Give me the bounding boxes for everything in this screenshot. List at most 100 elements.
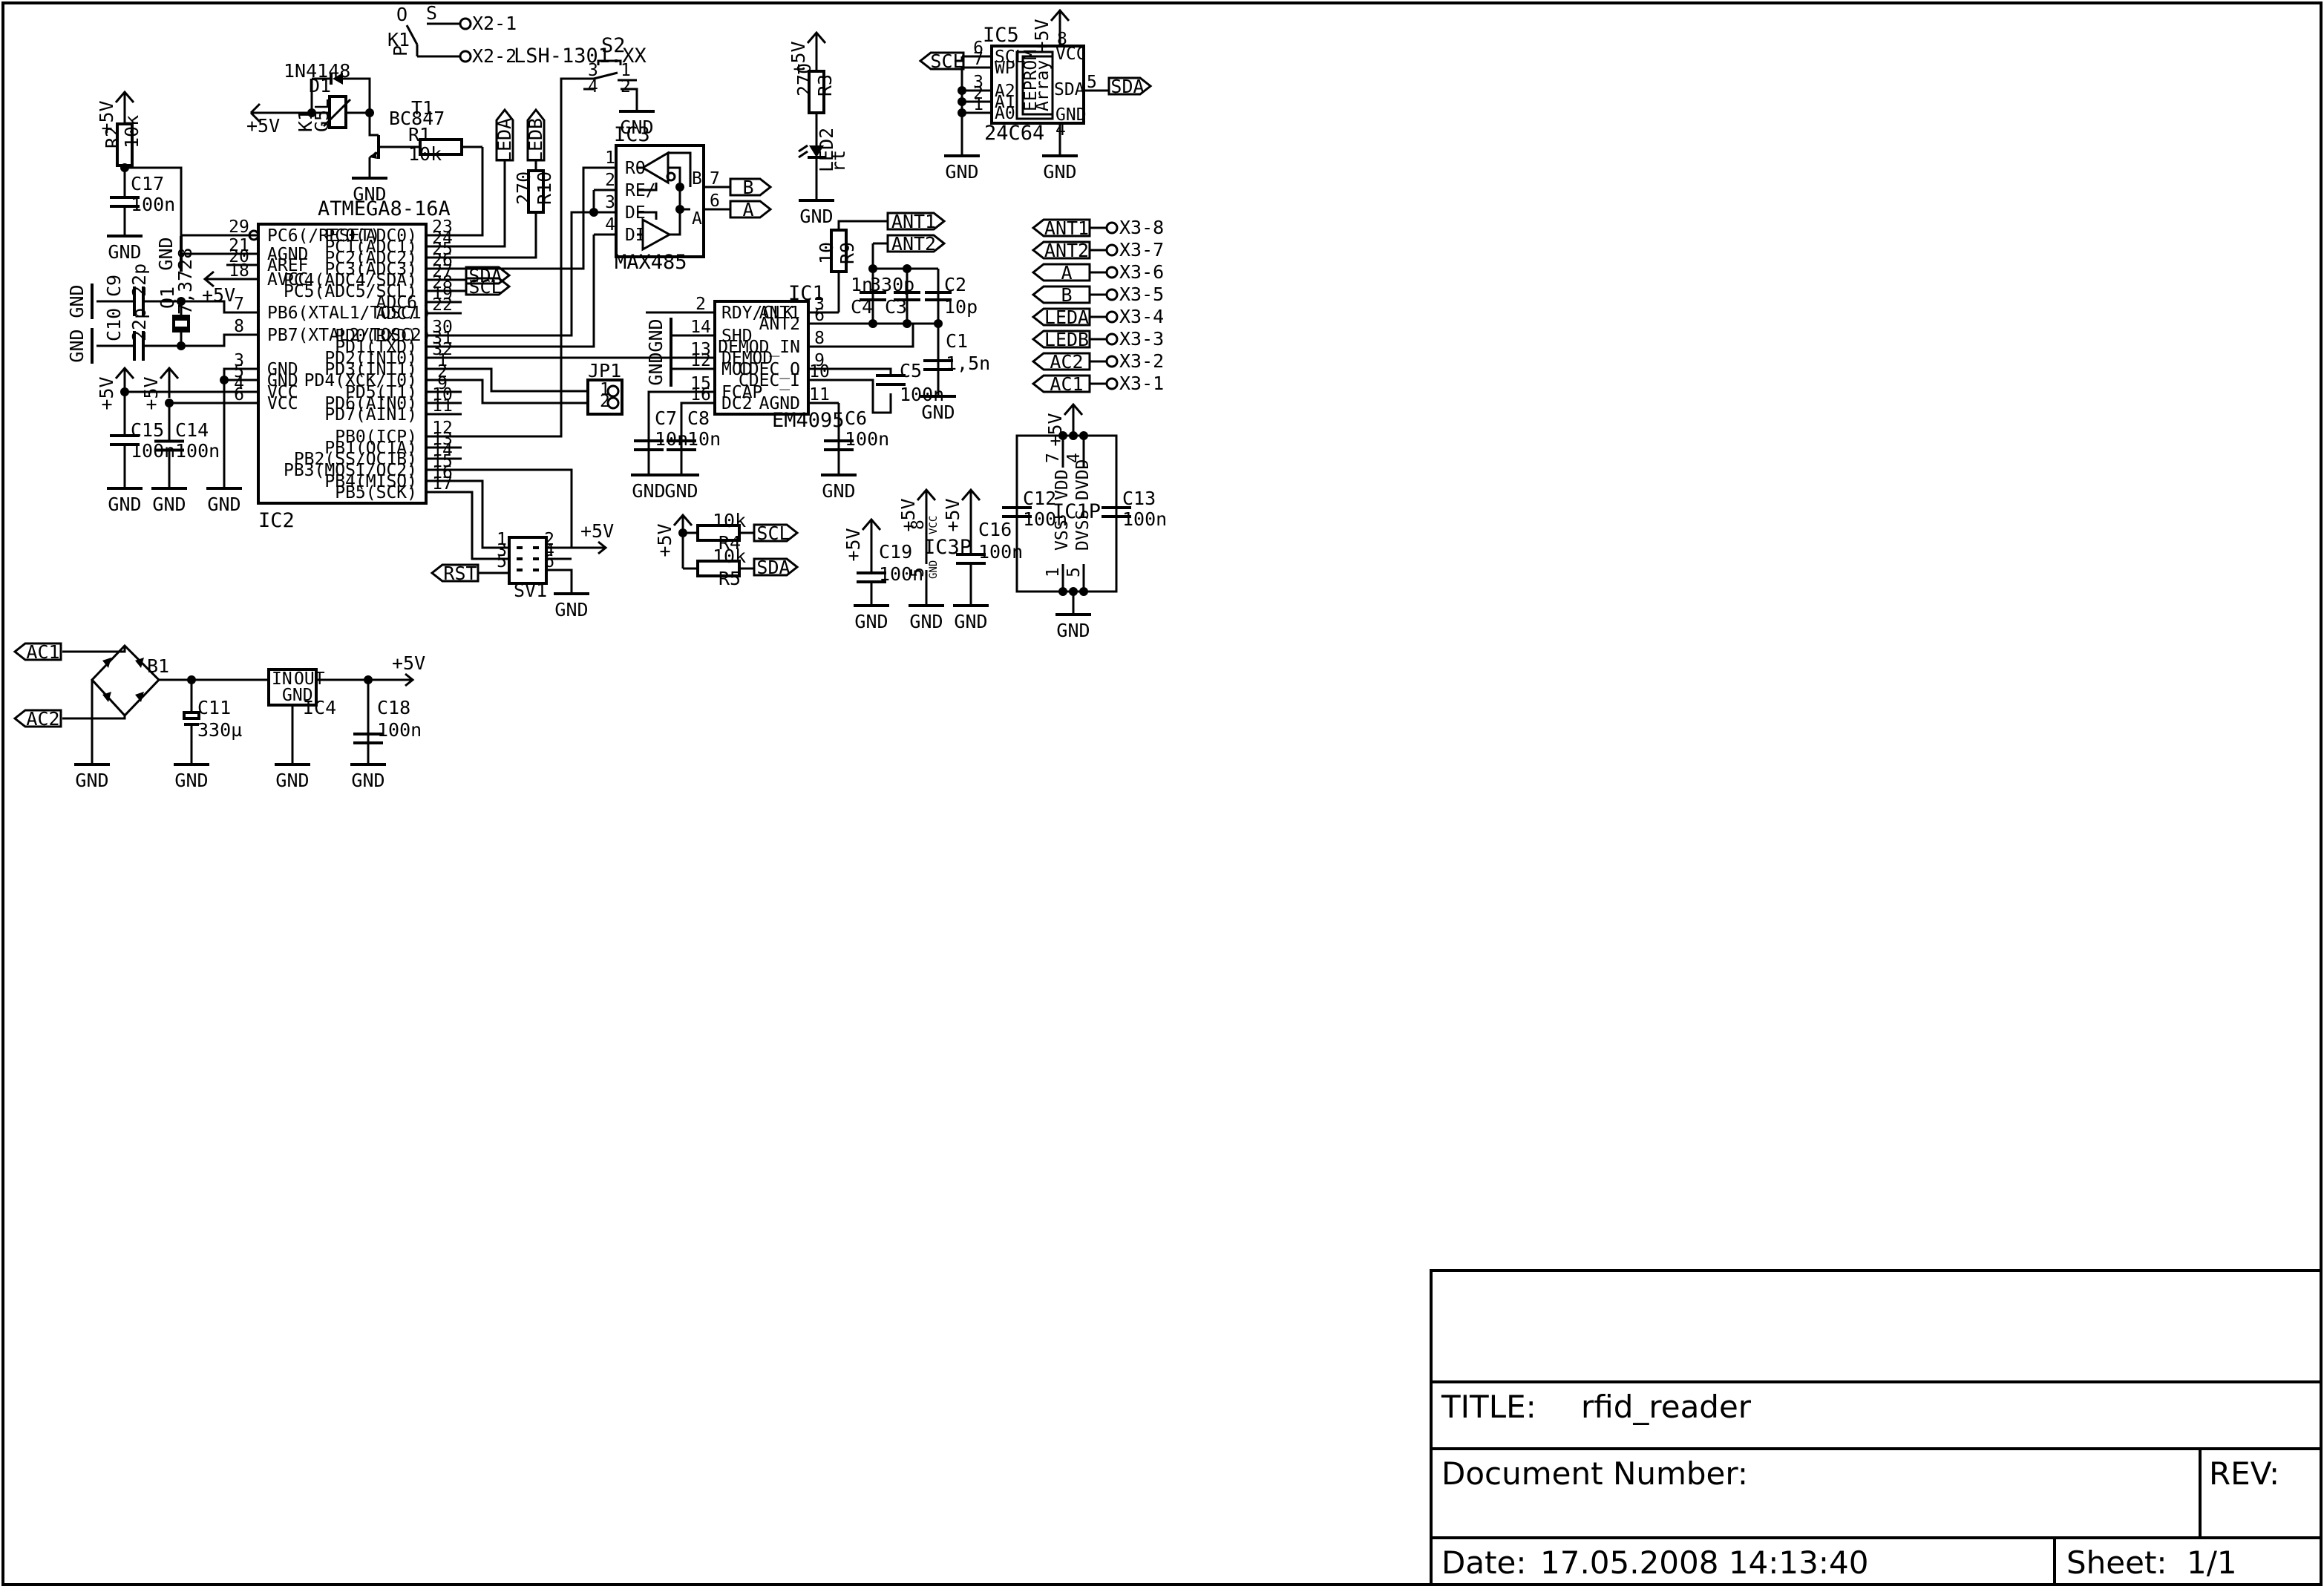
a-flag: A (742, 199, 753, 220)
k1-name: K1 (295, 110, 316, 132)
ic1-pin-name: MOD (721, 360, 753, 379)
r3-value: 270 (793, 63, 815, 96)
ic5-pin-name: SDA (1054, 80, 1085, 99)
r2-value: 10k (121, 115, 143, 148)
sv1-pin: 2 (544, 530, 554, 549)
c1-name: C1 (946, 330, 968, 352)
ic2-pin-num: 7 (234, 295, 244, 314)
c4-value: 1n (851, 274, 873, 295)
ic5-array-label: Array (1033, 60, 1053, 111)
r9-value: 10 (816, 242, 837, 264)
ic5-pin-num: 2 (973, 84, 983, 103)
ic3p-pin: 8 (909, 520, 928, 530)
c1-value: 1,5n (946, 353, 990, 374)
sda-flag: SDA (1110, 76, 1144, 97)
ic1-pin-num: 16 (690, 385, 711, 404)
led2-name: LED2 (816, 128, 837, 172)
c15-value: 100n (131, 440, 175, 462)
r1-name: R1 (408, 124, 431, 145)
scl-flag-r4: SCL (756, 522, 790, 544)
ic2-pin-num: 6 (234, 385, 244, 404)
ic1-pin-num: 3 (814, 295, 825, 314)
ic1-pin-name: ANT2 (759, 315, 800, 334)
k1-contact-name: K1 (387, 29, 410, 50)
ic2-pin-num: 2 (437, 362, 448, 381)
k1-contact-p: P (390, 45, 411, 56)
ic2-pin-name: GND (267, 360, 298, 379)
ic2-pin-num: 14 (432, 441, 453, 460)
gnd-t1: GND (353, 183, 386, 205)
ic3-pin-num: 6 (710, 191, 720, 211)
ic2-pin-num: 1 (437, 351, 448, 370)
r5-value: 10k (713, 545, 746, 567)
ic4-out: OUT (294, 669, 325, 689)
ic1p-pin-num: 7 (1044, 453, 1063, 463)
ic2-pin-name: VCC (267, 383, 298, 402)
ic2-pin-name: PB1(OC1A) (324, 439, 417, 458)
ic5-pin-num: 8 (1057, 30, 1067, 49)
c3-name: C3 (885, 296, 907, 318)
ic3-name: IC3 (614, 123, 650, 146)
ic2-pin-num: 10 (432, 385, 453, 404)
ic2-part: ATMEGA8-16A (318, 197, 451, 220)
gnd-c1: GND (921, 402, 955, 423)
ic5-pin-name: A2 (995, 82, 1015, 101)
c5-value: 100n (900, 384, 944, 405)
ic1-name: IC1 (788, 282, 825, 305)
x3-net-flag: A (1061, 262, 1072, 284)
ic5-name: IC5 (983, 24, 1019, 47)
ic1-pin-name: DC2 (721, 394, 753, 413)
ic1-pin-name: RDY/CLK (721, 304, 793, 323)
title-block: TITLE: rfid_reader Document Number: REV:… (1430, 1269, 2323, 1586)
c6-name: C6 (845, 407, 867, 429)
ic1p-name: IC1P (1053, 500, 1101, 523)
x3-pad (1105, 288, 1119, 301)
x3-pad (1105, 266, 1119, 279)
ant2-flag: ANT2 (891, 233, 936, 255)
c17-name: C17 (131, 173, 164, 194)
s2-pin: 3 (588, 61, 598, 80)
c19-name: C19 (879, 541, 912, 563)
ic3-pin-num: 3 (605, 193, 615, 212)
gnd-ic2: GND (207, 494, 240, 515)
gnd-c19: GND (854, 611, 888, 632)
gnd-c15: GND (108, 494, 141, 515)
k1-contact-o: O (396, 4, 407, 25)
c14-value: 100n (175, 440, 220, 462)
vcc-ic4: +5V (392, 652, 425, 674)
x3-pad (1105, 221, 1119, 235)
x3-net-flag: B (1061, 284, 1072, 306)
s2-pin: 4 (588, 77, 598, 96)
ic1p-pin-num: 4 (1064, 453, 1084, 463)
ic2-pin-name: ADC6 (376, 293, 417, 312)
c11-value: 330µ (197, 719, 242, 741)
ic2-pin-num: 32 (432, 340, 453, 359)
ic2-pin-num: 8 (234, 317, 244, 336)
ic2-pin-name: PC0(ADC0) (324, 226, 417, 246)
gnd-ic5-4: GND (1043, 161, 1076, 183)
ic2-pin-num: 18 (229, 261, 249, 281)
vcc-c15: +5V (96, 376, 117, 410)
r10-name: R10 (534, 171, 555, 205)
ic4-in: IN (272, 669, 292, 689)
ic2-pin-num: 26 (432, 251, 453, 270)
ic2-pin-num: 15 (432, 452, 453, 471)
ic2-pin-name: PD3(INT1) (324, 360, 417, 379)
c10-value: 22p (128, 308, 150, 341)
c4-name: C4 (851, 296, 873, 318)
gnd-shd: GND (645, 318, 667, 352)
ic2-pin-name: PC3(ADC3) (324, 260, 417, 279)
ic2-pin-name: PC1(ADC1) (324, 237, 417, 257)
ic1-pin-num: 6 (814, 306, 825, 325)
vcc-sv1: +5V (580, 520, 614, 542)
ic1-pin-num: 11 (809, 385, 830, 404)
ic3-pin-name: B (692, 169, 702, 189)
x3-net-flag: LEDB (1044, 329, 1089, 350)
vcc-r3: +5V (788, 41, 809, 74)
gnd-b1: GND (75, 770, 108, 791)
ic3-pin-num: 7 (710, 169, 720, 189)
x3-pin-label: X3-8 (1119, 217, 1164, 238)
ic2-pin-name: PB4(MISO) (324, 472, 417, 491)
ic5-pin-name: VCC (1055, 45, 1087, 64)
